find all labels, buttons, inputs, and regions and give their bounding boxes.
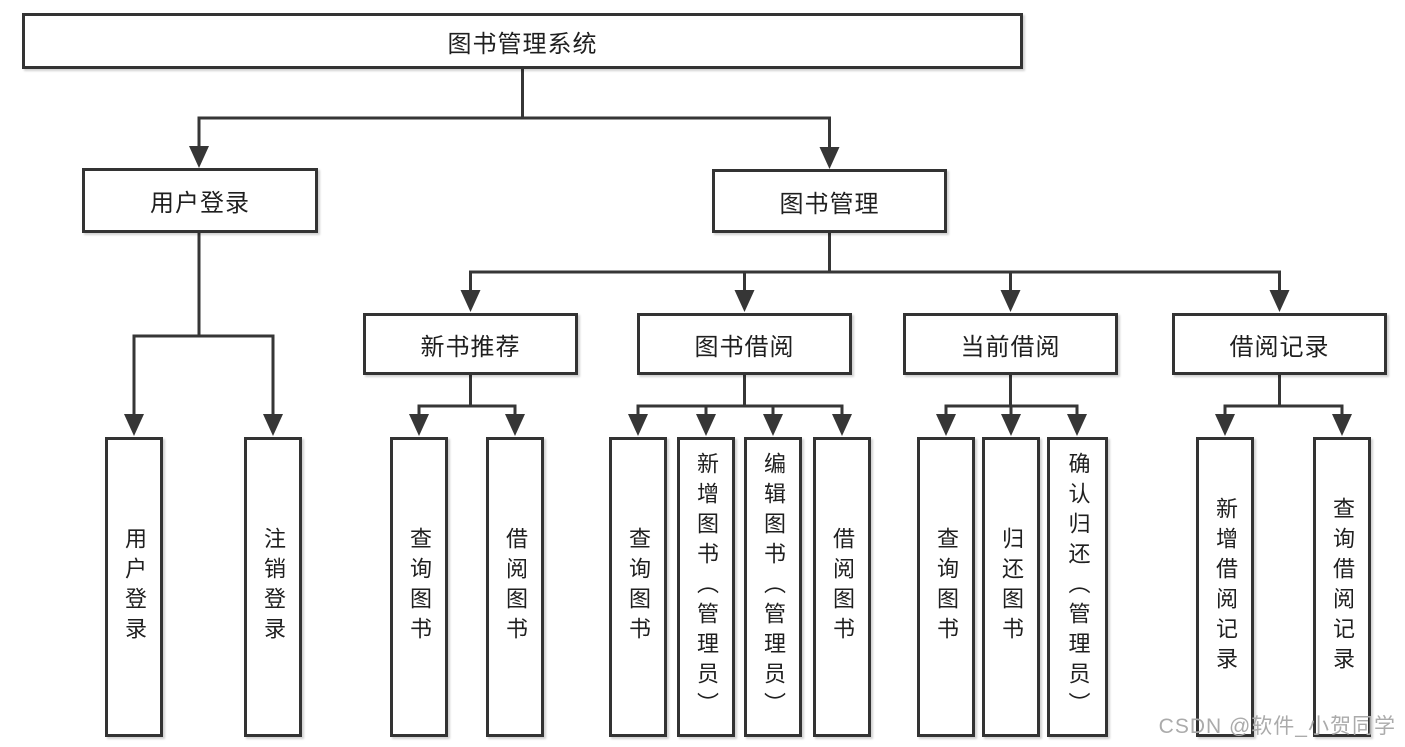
arrowhead [763,414,783,436]
connector-current-borrow-to-leaves [936,375,1087,436]
leaf-query-book-current: 查询图书 [917,437,975,737]
leaf-query-book-borrow-label: 查询图书 [626,527,651,647]
node-root-label: 图书管理系统 [447,30,598,58]
leaf-logout-label: 注销登录 [261,527,286,647]
arrowhead [1332,414,1352,436]
node-current-borrow-label: 当前借阅 [960,333,1061,361]
arrowhead [1215,414,1235,436]
node-borrow-record-label: 借阅记录 [1229,333,1330,361]
leaf-edit-book-admin: 编辑图书（管理员） [744,437,802,737]
node-book-borrow-label: 图书借阅 [694,333,795,361]
arrowhead [460,290,481,312]
leaf-borrow-book-recommend-label: 借阅图书 [503,527,528,647]
arrowhead [1000,290,1021,312]
leaf-confirm-return-admin: 确认归还（管理员） [1047,437,1108,737]
arrowhead [832,414,852,436]
leaf-query-borrow-record: 查询借阅记录 [1313,437,1371,737]
leaf-borrow-book-recommend: 借阅图书 [486,437,544,737]
node-root: 图书管理系统 [22,13,1023,69]
arrowhead [124,414,144,436]
arrowhead [505,414,525,436]
leaf-logout: 注销登录 [244,437,302,737]
leaf-borrow-book-label: 借阅图书 [830,527,855,647]
node-new-book-recommend: 新书推荐 [363,313,578,375]
leaf-add-borrow-record-label: 新增借阅记录 [1213,497,1238,677]
connector-user-login-to-leaves [124,233,283,436]
arrowhead [936,414,956,436]
node-new-book-recommend-label: 新书推荐 [420,333,521,361]
node-user-login: 用户登录 [82,168,318,233]
connector-book-management-to-level3 [460,233,1290,312]
leaf-confirm-return-admin-label: 确认归还（管理员） [1065,452,1091,722]
node-book-borrow: 图书借阅 [637,313,852,375]
leaf-return-book: 归还图书 [982,437,1040,737]
leaf-query-book-current-label: 查询图书 [934,527,959,647]
arrowhead [1067,414,1087,436]
arrowhead [1269,290,1290,312]
leaf-add-book-admin: 新增图书（管理员） [677,437,735,737]
arrowhead [819,147,840,169]
arrowhead [696,414,716,436]
leaf-query-book-recommend: 查询图书 [390,437,448,737]
node-book-management: 图书管理 [712,169,947,233]
connector-borrow-record-to-leaves [1215,375,1352,436]
leaf-user-login-label: 用户登录 [122,527,147,647]
connector-new-book-recommend-to-leaves [409,375,525,436]
arrowhead [734,290,755,312]
leaf-edit-book-admin-label: 编辑图书（管理员） [761,452,786,722]
watermark: CSDN @软件_小贺同学 [1158,715,1396,738]
node-user-login-label: 用户登录 [150,190,250,217]
leaf-add-book-admin-label: 新增图书（管理员） [694,452,719,722]
node-borrow-record: 借阅记录 [1172,313,1387,375]
leaf-query-book-borrow: 查询图书 [609,437,667,737]
leaf-user-login: 用户登录 [105,437,163,737]
node-book-management-label: 图书管理 [779,190,880,218]
leaf-add-borrow-record: 新增借阅记录 [1196,437,1254,737]
connector-book-borrow-to-leaves [628,375,852,436]
leaf-query-book-recommend-label: 查询图书 [407,527,432,647]
arrowhead [189,146,209,168]
connector-root-to-level2 [189,69,840,169]
leaf-borrow-book: 借阅图书 [813,437,871,737]
arrowhead [409,414,429,436]
arrowhead [1001,414,1021,436]
arrowhead [263,414,283,436]
arrowhead [628,414,648,436]
node-current-borrow: 当前借阅 [903,313,1118,375]
leaf-query-borrow-record-label: 查询借阅记录 [1330,497,1355,677]
leaf-return-book-label: 归还图书 [999,527,1024,647]
